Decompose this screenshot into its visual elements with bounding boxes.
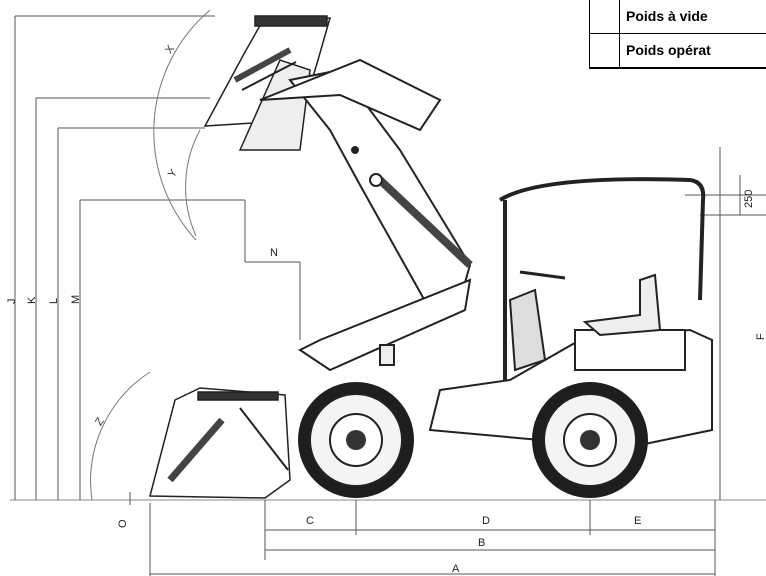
- weight-label-operating: Poids opérat: [626, 42, 711, 58]
- bucket-arcs: [90, 9, 211, 501]
- reach-dimension: [244, 200, 301, 340]
- angle-Z: Z: [93, 415, 107, 428]
- dim-L: L: [48, 298, 60, 304]
- dim-B: B: [478, 537, 485, 549]
- height-dimensions: [14, 15, 245, 500]
- weight-row-operating: Poids opérat: [590, 34, 766, 68]
- angle-X: X: [163, 43, 177, 56]
- dim-C: C: [306, 515, 314, 527]
- dim-K: K: [26, 296, 38, 304]
- length-dimensions: [150, 147, 766, 576]
- weight-table: Poids à vide Poids opérat: [589, 0, 766, 69]
- lowered-bucket: [149, 387, 291, 499]
- dim-E: E: [634, 515, 641, 527]
- weight-label-empty: Poids à vide: [626, 8, 708, 24]
- loader-boom: [259, 58, 473, 372]
- dim-A: A: [452, 563, 460, 575]
- dim-F: F: [755, 333, 766, 340]
- dim-M: M: [70, 295, 82, 304]
- angle-Y: Y: [166, 167, 180, 180]
- dim-N: N: [270, 247, 278, 259]
- dig-depth-dimension: [129, 492, 151, 576]
- dim-O: O: [117, 519, 129, 528]
- weight-row-empty: Poids à vide: [590, 0, 766, 34]
- dim-D: D: [482, 515, 490, 527]
- rear-wheel: [532, 382, 648, 498]
- front-wheel: [298, 382, 414, 498]
- weight-cell-operating-value: [590, 34, 620, 67]
- dim-roof-offset: 250: [743, 190, 755, 208]
- weight-cell-empty-value: [590, 0, 620, 33]
- dim-J: J: [6, 299, 18, 305]
